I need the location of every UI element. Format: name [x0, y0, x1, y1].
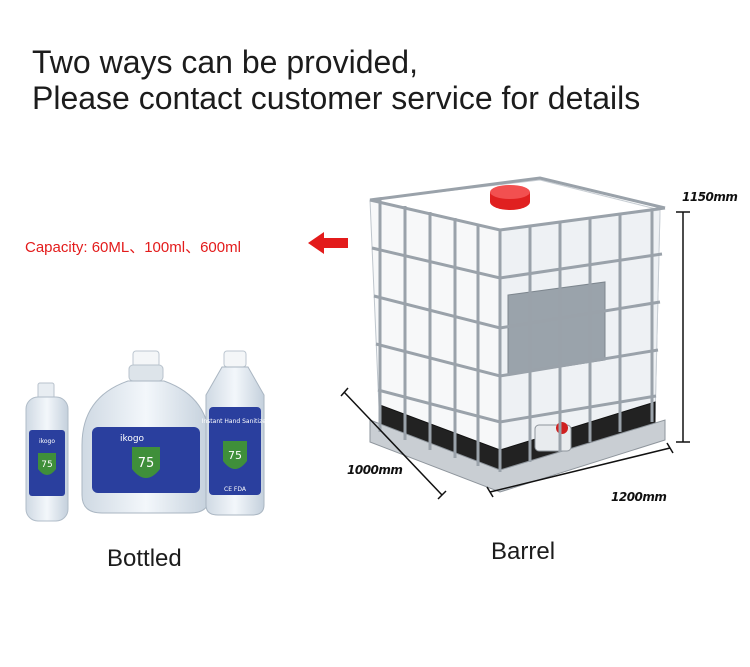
bottled-caption: Bottled	[107, 545, 182, 572]
barrel-caption: Barrel	[491, 538, 556, 565]
left-arrow-icon	[308, 232, 348, 254]
headline-line-2: Please contact customer service for deta…	[32, 80, 641, 116]
headline: Two ways can be provided, Please contact…	[32, 44, 640, 116]
capacity-text: Capacity: 60ML、100ml、600ml	[25, 239, 241, 256]
svg-text:CE FDA: CE FDA	[224, 486, 247, 493]
depth-dimension-label: 1000mm	[347, 463, 403, 477]
bottled-product-image: 75 ikogo 75 ikogo 75 Instant Hand Saniti…	[25, 350, 269, 522]
svg-text:ikogo: ikogo	[120, 434, 145, 444]
svg-text:75: 75	[138, 456, 155, 471]
barrel-product-image	[340, 176, 690, 500]
svg-text:Instant Hand Sanitizer: Instant Hand Sanitizer	[202, 418, 269, 425]
headline-line-1: Two ways can be provided,	[32, 44, 418, 80]
large-bottle: 75 ikogo	[81, 350, 211, 514]
svg-text:75: 75	[41, 460, 52, 470]
small-bottle: 75 ikogo	[25, 382, 69, 522]
svg-text:75: 75	[228, 449, 242, 462]
svg-text:ikogo: ikogo	[39, 438, 55, 445]
medium-bottle: 75 Instant Hand Sanitizer CE FDA	[202, 350, 269, 516]
width-dimension-label: 1200mm	[611, 490, 667, 504]
height-dimension-label: 1150mm	[682, 190, 738, 204]
